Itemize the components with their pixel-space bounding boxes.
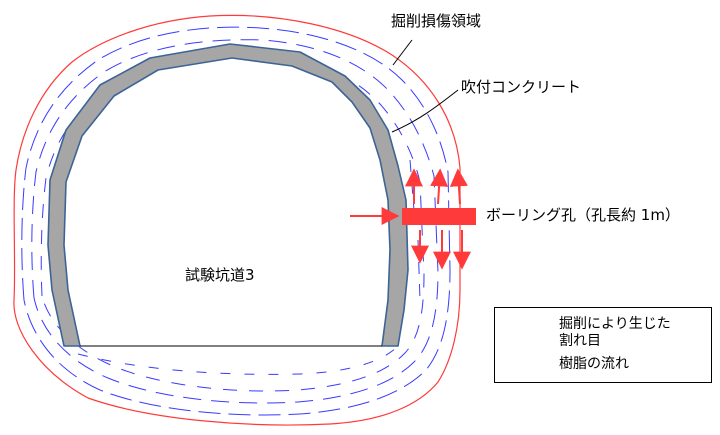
leader-damaged-zone bbox=[392, 39, 413, 66]
damaged-zone-boundary bbox=[13, 14, 461, 426]
label-borehole: ボーリング孔（孔長約 1m） bbox=[486, 206, 680, 224]
legend-crack-line2: 割れ目 bbox=[559, 333, 601, 349]
shotcrete-lining bbox=[47, 43, 409, 347]
crack-ring-innermost bbox=[77, 347, 397, 375]
leader-shotcrete bbox=[391, 89, 459, 133]
crack-ring-middle bbox=[31, 39, 439, 404]
crack-ring-outer bbox=[21, 26, 451, 416]
legend-crack-line1: 掘削により生じた bbox=[559, 316, 671, 332]
legend-resin-flow: 樹脂の流れ bbox=[559, 356, 629, 372]
resin-arrow-up-3 bbox=[449, 168, 468, 205]
label-shotcrete: 吹付コンクリート bbox=[461, 78, 582, 96]
borehole bbox=[402, 208, 476, 225]
resin-arrow-up-2 bbox=[430, 168, 449, 205]
excavation-cracks bbox=[21, 26, 451, 416]
label-excavation-damaged-zone: 掘削損傷領域 bbox=[391, 12, 482, 30]
label-test-tunnel: 試験坑道3 bbox=[185, 266, 255, 284]
legend-box: 掘削により生じた 割れ目 樹脂の流れ bbox=[494, 307, 712, 383]
resin-flow-arrows bbox=[350, 168, 471, 270]
